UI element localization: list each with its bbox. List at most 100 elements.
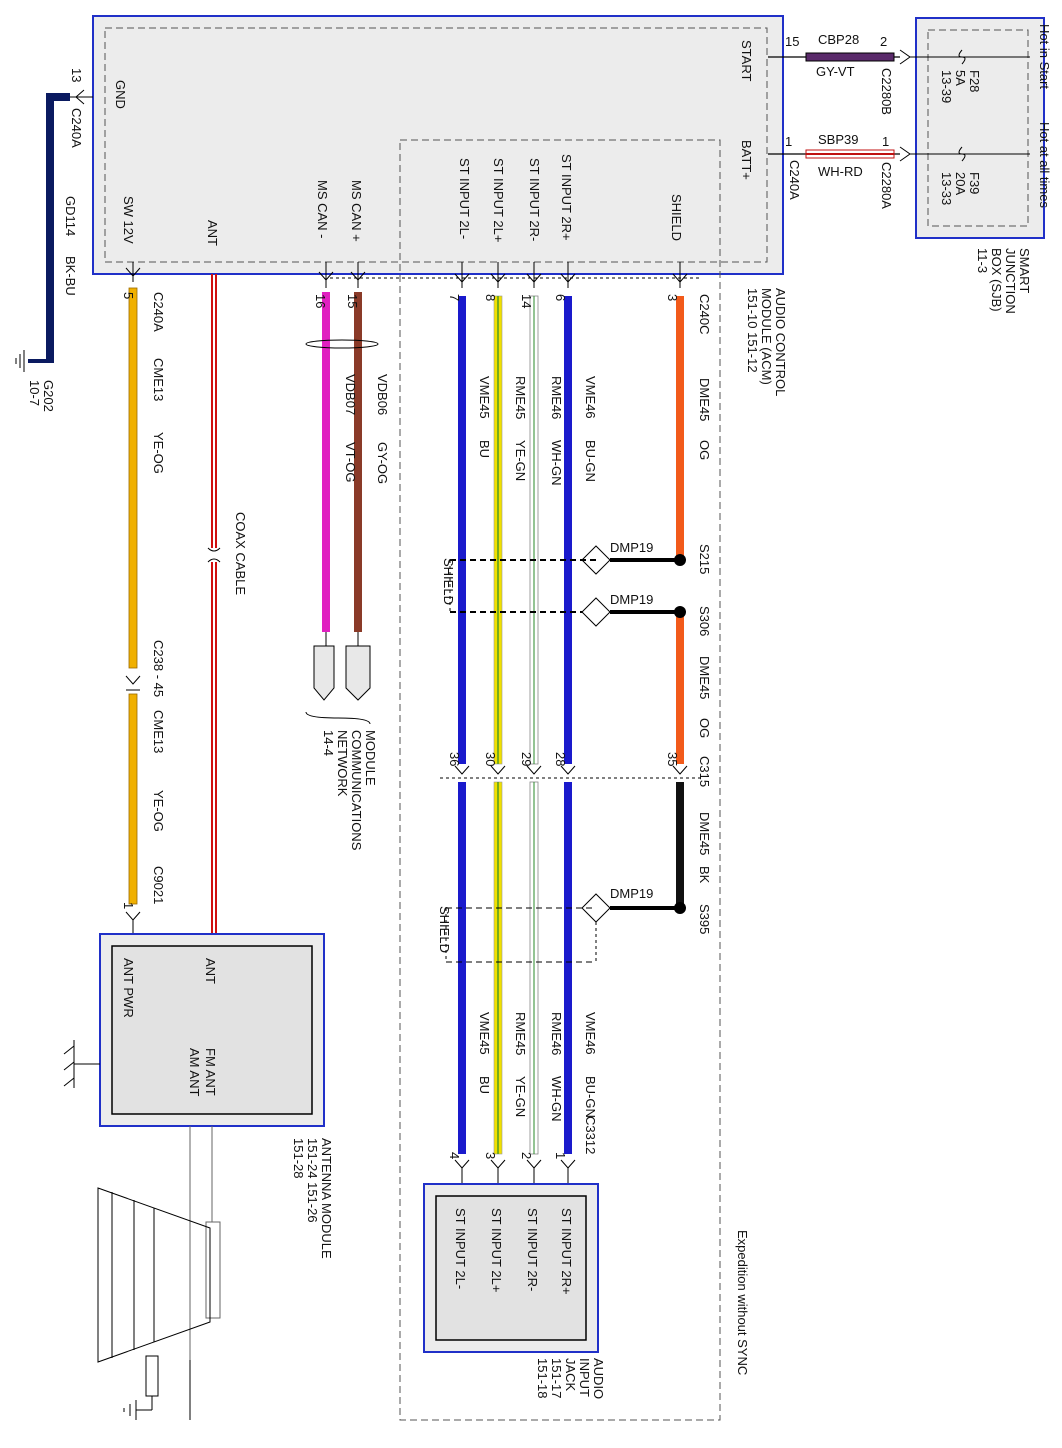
acm-pin-2r-plus: ST INPUT 2R+ bbox=[559, 154, 574, 241]
inline-color: YE-OG bbox=[151, 790, 166, 832]
shield-wire-color: OG bbox=[697, 440, 712, 460]
acm-module-box bbox=[92, 15, 784, 275]
variant-label: Expedition without SYNC bbox=[735, 1230, 750, 1375]
audio-top-pin-lplus: 8 bbox=[483, 294, 498, 301]
antenna-name-line1: ANTENNA MODULE bbox=[319, 1138, 334, 1259]
antenna-ground-icon bbox=[63, 1040, 100, 1088]
start-connector: C2280B bbox=[879, 68, 894, 115]
c315-pin-rplus: 28 bbox=[553, 752, 568, 766]
batt-connector-left: C240A bbox=[787, 160, 802, 200]
acm-pin-mscan-plus: MS CAN + bbox=[349, 180, 364, 242]
fuse-f28-amps: 5A bbox=[953, 70, 968, 86]
audio-top-pin-lminus: 7 bbox=[447, 294, 462, 301]
sjb-hot-always: Hot at all times bbox=[1037, 122, 1052, 208]
jack-name-line4: 151-17 bbox=[549, 1358, 564, 1398]
audio-top-pin-rplus: 6 bbox=[553, 294, 568, 301]
top-rminus-circuit: RME46 bbox=[549, 376, 564, 419]
bot-rminus-color: WH-GN bbox=[549, 1076, 564, 1122]
top-lplus-circuit: RME45 bbox=[513, 376, 528, 419]
start-circuit: CBP28 bbox=[818, 32, 859, 47]
inline-connector2: C9021 bbox=[151, 866, 166, 904]
mcn-line3: NETWORK bbox=[335, 730, 350, 797]
coax-label: COAX CABLE bbox=[233, 512, 248, 595]
bot-lplus-color: YE-GN bbox=[513, 1076, 528, 1117]
c315-connector: C315 bbox=[697, 756, 712, 787]
fuse-f28-ref: 13-39 bbox=[939, 70, 954, 103]
jack-pin-lminus: ST INPUT 2L- bbox=[453, 1208, 468, 1289]
jack-name-line2: INPUT bbox=[577, 1358, 592, 1397]
gnd-wire-end bbox=[28, 359, 54, 363]
c3312-pin-rminus: 2 bbox=[519, 1152, 534, 1159]
antenna-mast-icon bbox=[97, 1126, 221, 1420]
splice-s306: S306 bbox=[697, 606, 712, 636]
audio-top-connector: C240C bbox=[697, 294, 712, 334]
mcn-line4: 14-4 bbox=[321, 730, 336, 756]
mscan-pin-b: 16 bbox=[313, 294, 328, 308]
top-rplus-circuit: VME46 bbox=[583, 376, 598, 419]
sjb-hot-start: Hot in Start bbox=[1037, 24, 1052, 89]
variant-region bbox=[399, 139, 721, 1421]
fuse-f28-icon bbox=[958, 49, 966, 65]
sjb-name-line4: 11-3 bbox=[975, 248, 990, 273]
jack-name-line5: 151-18 bbox=[535, 1358, 550, 1398]
antenna-inner-box bbox=[111, 945, 313, 1115]
acm-name-line2: MODULE (ACM) bbox=[759, 288, 774, 385]
shield-bk-color: BK bbox=[697, 866, 712, 884]
antenna-name-line3: 151-28 bbox=[291, 1138, 306, 1178]
start-pin-right: 2 bbox=[880, 34, 887, 49]
gnd-pin: 13 bbox=[69, 68, 84, 82]
sw12v-connector: C240A bbox=[151, 292, 166, 332]
gnd-circuit: GD114 bbox=[63, 196, 78, 236]
gnd-wire-bend bbox=[54, 93, 70, 101]
fuse-f39-ref: 13-33 bbox=[939, 172, 954, 205]
jack-pin-rplus: ST INPUT 2R+ bbox=[559, 1208, 574, 1295]
sw12v-wire-group bbox=[125, 262, 141, 934]
jack-pin-rminus: ST INPUT 2R- bbox=[525, 1208, 540, 1291]
batt-wire-color: WH-RD bbox=[818, 164, 863, 179]
bot-rplus-circuit: VME46 bbox=[583, 1012, 598, 1055]
inline-pin2: 1 bbox=[121, 902, 136, 909]
start-pin-left: 15 bbox=[785, 34, 799, 49]
splice-s215: S215 bbox=[697, 544, 712, 574]
antenna-pin-am: AM ANT bbox=[187, 1048, 202, 1096]
gnd-connector-arrow bbox=[75, 89, 85, 105]
c315-pin-lminus: 36 bbox=[447, 752, 462, 766]
gnd-wire bbox=[46, 93, 54, 363]
dmp-label-1: DMP19 bbox=[610, 540, 653, 555]
batt-circuit: SBP39 bbox=[818, 132, 858, 147]
bot-lminus-circuit: VME45 bbox=[477, 1012, 492, 1055]
mscan-w2-circuit: VDB07 bbox=[343, 374, 358, 415]
bot-rplus-color: BU-GN bbox=[583, 1076, 598, 1118]
mcn-line1: MODULE bbox=[363, 730, 378, 786]
acm-pin-sw12v: SW 12V bbox=[121, 196, 136, 244]
shield-mid-circuit: DME45 bbox=[697, 656, 712, 699]
shield-label-1: SHIELD bbox=[441, 558, 456, 605]
mscan-wire-group bbox=[305, 262, 379, 725]
audio-top-pin-shield: 3 bbox=[665, 294, 680, 301]
coax-wire-group bbox=[207, 274, 221, 934]
sw12v-color: YE-OG bbox=[151, 432, 166, 474]
jack-name-line1: AUDIO bbox=[591, 1358, 606, 1399]
jack-pin-lplus: ST INPUT 2L+ bbox=[489, 1208, 504, 1292]
dmp-label-3: DMP19 bbox=[610, 886, 653, 901]
gnd-ref: 10-7 bbox=[27, 380, 42, 406]
sjb-name-line3: BOX (SJB) bbox=[989, 248, 1004, 312]
acm-pin-gnd: GND bbox=[113, 80, 128, 109]
batt-connector-arrow bbox=[899, 146, 911, 162]
antenna-name-line2: 151-24 151-26 bbox=[305, 1138, 320, 1223]
dmp-label-2: DMP19 bbox=[610, 592, 653, 607]
bot-rminus-circuit: RME46 bbox=[549, 1012, 564, 1055]
batt-pin-left: 1 bbox=[785, 134, 792, 149]
sjb-inner-box bbox=[927, 29, 1029, 227]
acm-pin-2r-minus: ST INPUT 2R- bbox=[527, 158, 542, 241]
shield-wire-circuit: DME45 bbox=[697, 378, 712, 421]
mcn-line2: COMMUNICATIONS bbox=[349, 730, 364, 851]
sjb-name-line2: JUNCTION bbox=[1003, 248, 1018, 314]
top-lplus-color: YE-GN bbox=[513, 440, 528, 481]
acm-pin-2l-minus: ST INPUT 2L- bbox=[457, 158, 472, 239]
shield-label-2: SHIELD bbox=[437, 906, 452, 953]
acm-name-line1: AUDIO CONTROL bbox=[773, 288, 788, 396]
mscan-w1-circuit: VDB06 bbox=[375, 374, 390, 415]
